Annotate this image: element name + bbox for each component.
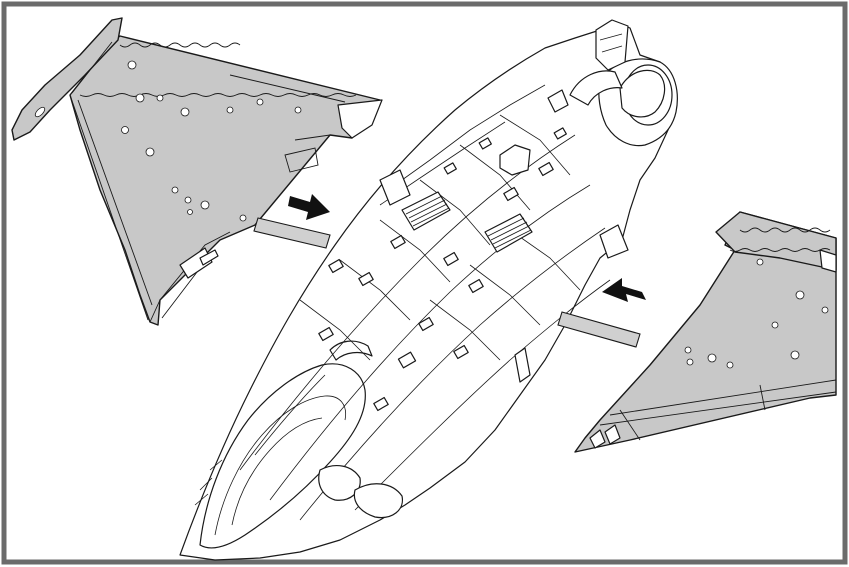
right-wing [574,211,837,453]
right-wing-spar [557,311,641,348]
fuselage [179,19,678,561]
intake-grille-right [484,213,533,253]
left-wing-spar [253,217,331,249]
intake-grille-left [401,191,451,231]
left-wing [11,17,383,326]
left-insert-arrow [288,194,330,220]
right-insert-arrow [602,278,646,302]
